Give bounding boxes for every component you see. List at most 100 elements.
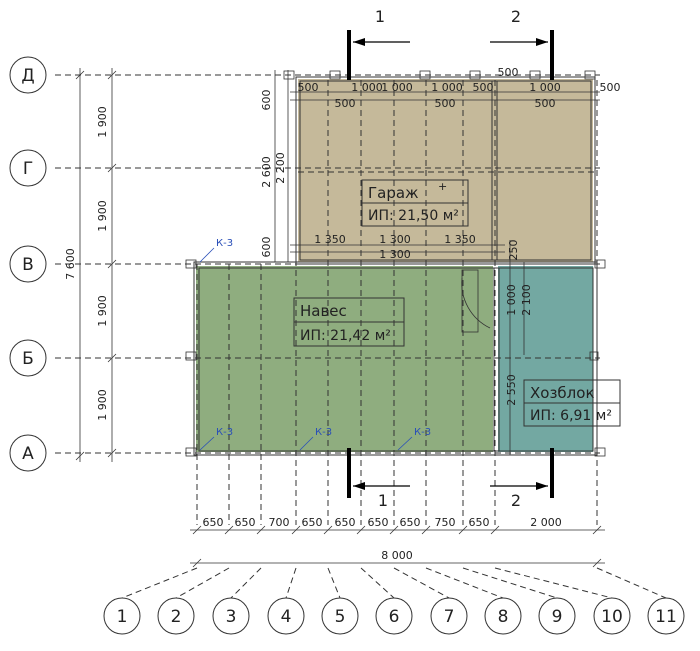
svg-text:К-3: К-3	[315, 427, 332, 438]
hozblok-label: Хозблок ИП: 6,91 м²	[523, 379, 621, 427]
svg-text:К-3: К-3	[216, 238, 233, 249]
col-marker-1: 1	[103, 597, 141, 635]
svg-text:Гараж: Гараж	[368, 184, 419, 202]
garage-label: Гараж ИП: 21,50 м² +	[361, 179, 469, 227]
grid-lines	[55, 74, 600, 525]
row-marker-g: Г	[9, 149, 47, 187]
svg-text:1 900: 1 900	[96, 200, 109, 232]
svg-text:500: 500	[600, 81, 621, 94]
svg-text:500: 500	[435, 97, 456, 110]
col-marker-11: 11	[647, 597, 685, 635]
col-marker-6: 6	[375, 597, 413, 635]
svg-text:Хозблок: Хозблок	[530, 384, 595, 402]
section-markers: 1 2 1 2	[347, 7, 554, 510]
svg-text:650: 650	[400, 516, 421, 529]
svg-text:1 900: 1 900	[96, 389, 109, 421]
row-marker-a: А	[9, 434, 47, 472]
svg-text:1 000: 1 000	[431, 81, 463, 94]
svg-text:7 600: 7 600	[64, 248, 77, 280]
row-marker-d: Д	[9, 56, 47, 94]
col-marker-5: 5	[321, 597, 359, 635]
svg-text:500: 500	[473, 81, 494, 94]
svg-text:7: 7	[444, 607, 455, 627]
svg-text:650: 650	[235, 516, 256, 529]
svg-text:750: 750	[435, 516, 456, 529]
svg-text:ИП: 6,91 м²: ИП: 6,91 м²	[530, 408, 612, 424]
svg-text:1 350: 1 350	[314, 233, 346, 246]
svg-text:9: 9	[552, 607, 563, 627]
svg-text:А: А	[22, 444, 34, 464]
svg-text:Б: Б	[22, 349, 34, 369]
svg-text:2 600: 2 600	[260, 156, 273, 188]
garage-room-fill	[298, 79, 593, 262]
svg-text:Д: Д	[21, 66, 34, 86]
svg-text:К-3: К-3	[216, 427, 233, 438]
svg-text:2: 2	[511, 491, 521, 510]
col-marker-10: 10	[593, 597, 631, 635]
svg-text:650: 650	[335, 516, 356, 529]
svg-text:500: 500	[335, 97, 356, 110]
hozblok-room-fill	[498, 266, 593, 452]
svg-text:1 900: 1 900	[96, 295, 109, 327]
svg-text:1 000: 1 000	[529, 81, 561, 94]
svg-text:1 000: 1 000	[351, 81, 383, 94]
svg-text:11: 11	[655, 607, 677, 627]
garage-left-dims: 600 2 600 2 200 600	[260, 70, 289, 262]
svg-text:1 300: 1 300	[379, 248, 411, 261]
col-marker-8: 8	[484, 597, 522, 635]
svg-text:6: 6	[389, 607, 400, 627]
svg-text:600: 600	[260, 237, 273, 258]
col-marker-2: 2	[157, 597, 195, 635]
svg-text:1: 1	[117, 607, 128, 627]
garage-bottom-dims: 1 350 1 300 1 350 1 300	[290, 233, 505, 261]
k3-annotations: К-3 К-3 К-3 К-3	[199, 238, 431, 451]
row-marker-v: В	[9, 245, 47, 283]
navess-label: Навес ИП: 21,42 м²	[293, 297, 405, 347]
svg-text:8: 8	[498, 607, 509, 627]
svg-text:2 100: 2 100	[520, 284, 533, 316]
svg-text:1 350: 1 350	[444, 233, 476, 246]
svg-text:2 200: 2 200	[274, 152, 287, 184]
svg-text:2 000: 2 000	[530, 516, 562, 529]
garage-top-dims: 500 1 000 1 000 1 000 500 1 000 500 500 …	[290, 66, 621, 110]
bottom-dimension-chain: 650 650 700 650 650 650 650 750 650 2 00…	[190, 516, 605, 568]
svg-text:Навес: Навес	[300, 302, 347, 320]
svg-text:650: 650	[469, 516, 490, 529]
svg-text:ИП: 21,42 м²: ИП: 21,42 м²	[300, 328, 391, 344]
svg-text:1 900: 1 900	[96, 106, 109, 138]
col-marker-4: 4	[267, 597, 305, 635]
svg-text:500: 500	[535, 97, 556, 110]
svg-text:650: 650	[302, 516, 323, 529]
col-marker-9: 9	[538, 597, 576, 635]
svg-text:2: 2	[171, 607, 182, 627]
row-axis-markers: Д Г В Б А	[9, 56, 47, 472]
svg-text:5: 5	[335, 607, 346, 627]
svg-text:4: 4	[281, 607, 292, 627]
svg-text:2 550: 2 550	[505, 374, 518, 406]
column-axis-markers: 1 2 3 4 5 6 7 8 9 10 11	[103, 567, 685, 635]
svg-text:+: +	[438, 180, 447, 193]
svg-text:8 000: 8 000	[381, 549, 413, 562]
svg-text:700: 700	[269, 516, 290, 529]
svg-text:1: 1	[375, 7, 385, 26]
svg-text:В: В	[22, 255, 34, 275]
svg-text:Г: Г	[23, 159, 33, 179]
navess-room-fill	[196, 266, 493, 452]
row-marker-b: Б	[9, 339, 47, 377]
hozblok-dims: 250 1 000 2 100 2 550	[505, 240, 533, 455]
svg-text:10: 10	[601, 607, 623, 627]
svg-text:650: 650	[203, 516, 224, 529]
left-dimension-chain: 1 900 1 900 1 900 1 900 7 600	[64, 68, 117, 462]
col-marker-7: 7	[430, 597, 468, 635]
svg-text:650: 650	[368, 516, 389, 529]
svg-text:1 000: 1 000	[505, 284, 518, 316]
svg-text:К-3: К-3	[414, 427, 431, 438]
svg-text:250: 250	[507, 240, 520, 261]
svg-text:1 300: 1 300	[379, 233, 411, 246]
col-marker-3: 3	[212, 597, 250, 635]
svg-text:500: 500	[298, 81, 319, 94]
svg-text:ИП: 21,50 м²: ИП: 21,50 м²	[368, 208, 459, 224]
svg-text:3: 3	[226, 607, 237, 627]
svg-text:1: 1	[378, 491, 388, 510]
